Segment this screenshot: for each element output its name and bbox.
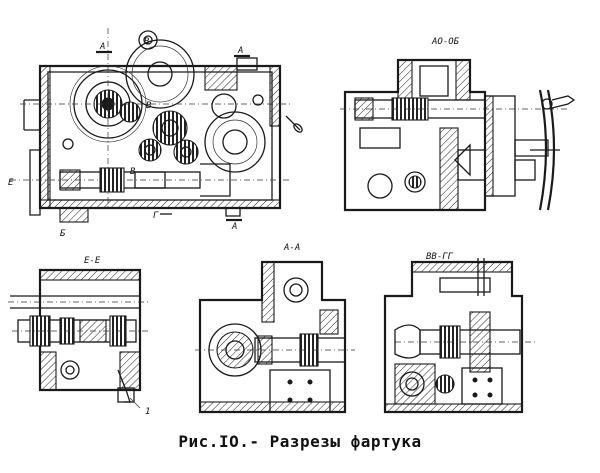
cut-label-b-top: B	[144, 37, 150, 47]
main-section-view: A B A В В Е Б Г A	[8, 28, 303, 239]
cut-label-a-right: A	[237, 46, 243, 56]
cut-label-g: Г	[153, 211, 159, 221]
cut-label-v: В	[146, 101, 152, 111]
figure-caption: Рис.IO.- Разрезы фартука	[178, 432, 422, 451]
section-vv-gg-title: ВВ-ГГ	[426, 252, 454, 262]
section-ao-ob-view: АО-ОБ	[340, 37, 576, 212]
section-vv-gg-view: ВВ-ГГ	[383, 252, 535, 414]
cut-label-e: Е	[8, 178, 14, 188]
cut-label-b-mid: В	[130, 167, 136, 177]
cut-label-a-top: A	[99, 42, 105, 52]
cut-label-a-bottom: A	[231, 222, 237, 232]
section-a-a-view: А-А	[195, 243, 355, 414]
section-a-a-title: А-А	[283, 243, 300, 253]
cut-label-b-bottom: Б	[60, 229, 66, 239]
callout-1: 1	[145, 407, 150, 417]
section-e-e-view: Е-Е 1	[8, 256, 150, 417]
section-ao-ob-title: АО-ОБ	[431, 37, 460, 47]
section-e-e-title: Е-Е	[84, 256, 101, 266]
